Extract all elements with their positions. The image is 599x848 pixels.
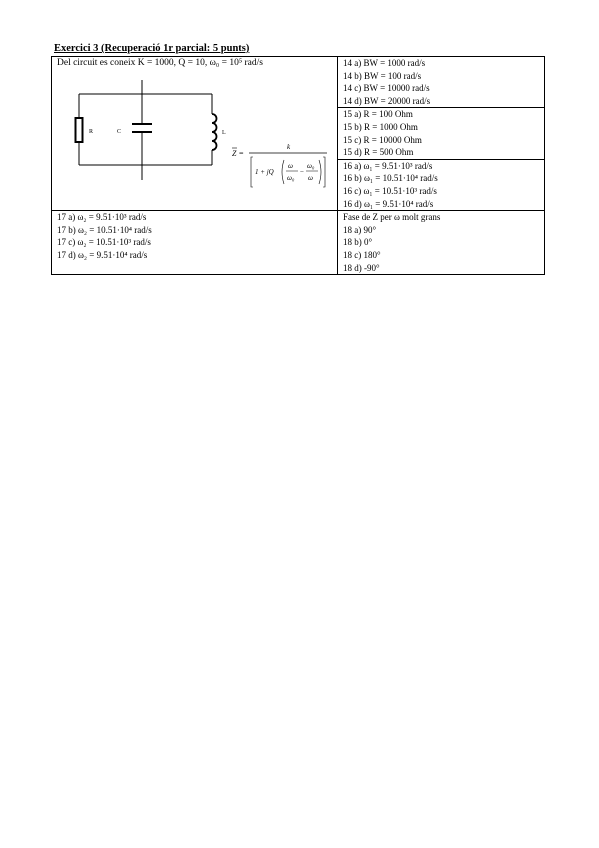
q16-option-c: 16 c) ω₁ = 10.51·10³ rad/s bbox=[343, 185, 437, 196]
q16-cell: 16 a) ω₁ = 9.51·10³ rad/s 16 b) ω₁ = 10.… bbox=[337, 158, 545, 212]
capacitor-symbol bbox=[132, 122, 152, 133]
q17-option-b: 17 b) ω₂ = 10.51·10⁴ rad/s bbox=[57, 224, 152, 235]
q14-option-d: 14 d) BW = 20000 rad/s bbox=[343, 95, 431, 106]
q14-cell: 14 a) BW = 1000 rad/s 14 b) BW = 100 rad… bbox=[337, 55, 545, 109]
svg-text:−: − bbox=[300, 168, 304, 176]
q18-option-a: 18 a) 90° bbox=[343, 224, 377, 235]
q14-option-a: 14 a) BW = 1000 rad/s bbox=[343, 58, 426, 68]
q16-option-b: 16 b) ω₁ = 10.51·10⁴ rad/s bbox=[343, 173, 438, 184]
capacitor-label: C bbox=[117, 129, 121, 135]
q18-option-b: 18 b) 0° bbox=[343, 237, 373, 248]
q17-cell: 17 a) ω₂ = 9.51·10³ rad/s 17 b) ω₂ = 10.… bbox=[51, 210, 338, 276]
impedance-formula: Z = k 1 + jQ ω ω₀ − ω₀ bbox=[232, 143, 327, 187]
q15-option-d: 15 d) R = 500 Ohm bbox=[343, 147, 414, 158]
svg-text:ω₀: ω₀ bbox=[287, 174, 295, 182]
svg-text:ω: ω bbox=[308, 174, 313, 182]
inductor-label: L bbox=[222, 130, 226, 136]
exercise-title: Exercici 3 (Recuperació 1r parcial: 5 pu… bbox=[54, 43, 250, 54]
q17-option-a: 17 a) ω₂ = 9.51·10³ rad/s bbox=[57, 212, 147, 223]
q16-option-d: 16 d) ω₁ = 9.51·10⁴ rad/s bbox=[343, 198, 434, 209]
q16-option-a: 16 a) ω₁ = 9.51·10³ rad/s bbox=[343, 160, 433, 171]
q15-option-b: 15 b) R = 1000 Ohm bbox=[343, 121, 418, 132]
q15-option-c: 15 c) R = 10000 Ohm bbox=[343, 134, 422, 145]
q15-option-a: 15 a) R = 100 Ohm bbox=[343, 109, 413, 120]
q17-option-c: 17 c) ω₂ = 10.51·10³ rad/s bbox=[57, 237, 151, 248]
q14-option-c: 14 c) BW = 10000 rad/s bbox=[343, 83, 430, 94]
formula-term: 1 + jQ bbox=[255, 168, 274, 176]
exercise-table: Del circuit es coneix K = 1000, Q = 10, … bbox=[51, 55, 545, 276]
q18-option-c: 18 c) 180° bbox=[343, 249, 381, 260]
formula-numerator: k bbox=[287, 143, 291, 151]
inductor-symbol bbox=[211, 112, 218, 151]
q18-option-d: 18 d) -90° bbox=[343, 262, 380, 273]
svg-text:ω: ω bbox=[288, 162, 293, 170]
rlc-circuit-diagram: R C L Z = k 1 + jQ ω bbox=[74, 79, 327, 187]
circuit-cell: Del circuit es coneix K = 1000, Q = 10, … bbox=[51, 55, 338, 212]
q15-cell: 15 a) R = 100 Ohm 15 b) R = 1000 Ohm 15 … bbox=[337, 107, 545, 160]
q17-option-d: 17 d) ω₂ = 9.51·10⁴ rad/s bbox=[57, 249, 148, 260]
formula-lhs: Z bbox=[232, 149, 237, 158]
circuit-area: R C L Z = k 1 + jQ ω bbox=[57, 70, 337, 190]
resistor-symbol bbox=[74, 116, 84, 143]
q14-option-b: 14 b) BW = 100 rad/s bbox=[343, 70, 422, 81]
q18-header: Fase de Z per ω molt grans bbox=[343, 212, 441, 223]
given-data: Del circuit es coneix K = 1000, Q = 10, … bbox=[57, 58, 263, 68]
svg-text:ω₀: ω₀ bbox=[307, 162, 315, 170]
resistor-label: R bbox=[89, 129, 93, 135]
svg-text:=: = bbox=[239, 149, 244, 158]
q18-cell: Fase de Z per ω molt grans 18 a) 90° 18 … bbox=[337, 210, 545, 276]
